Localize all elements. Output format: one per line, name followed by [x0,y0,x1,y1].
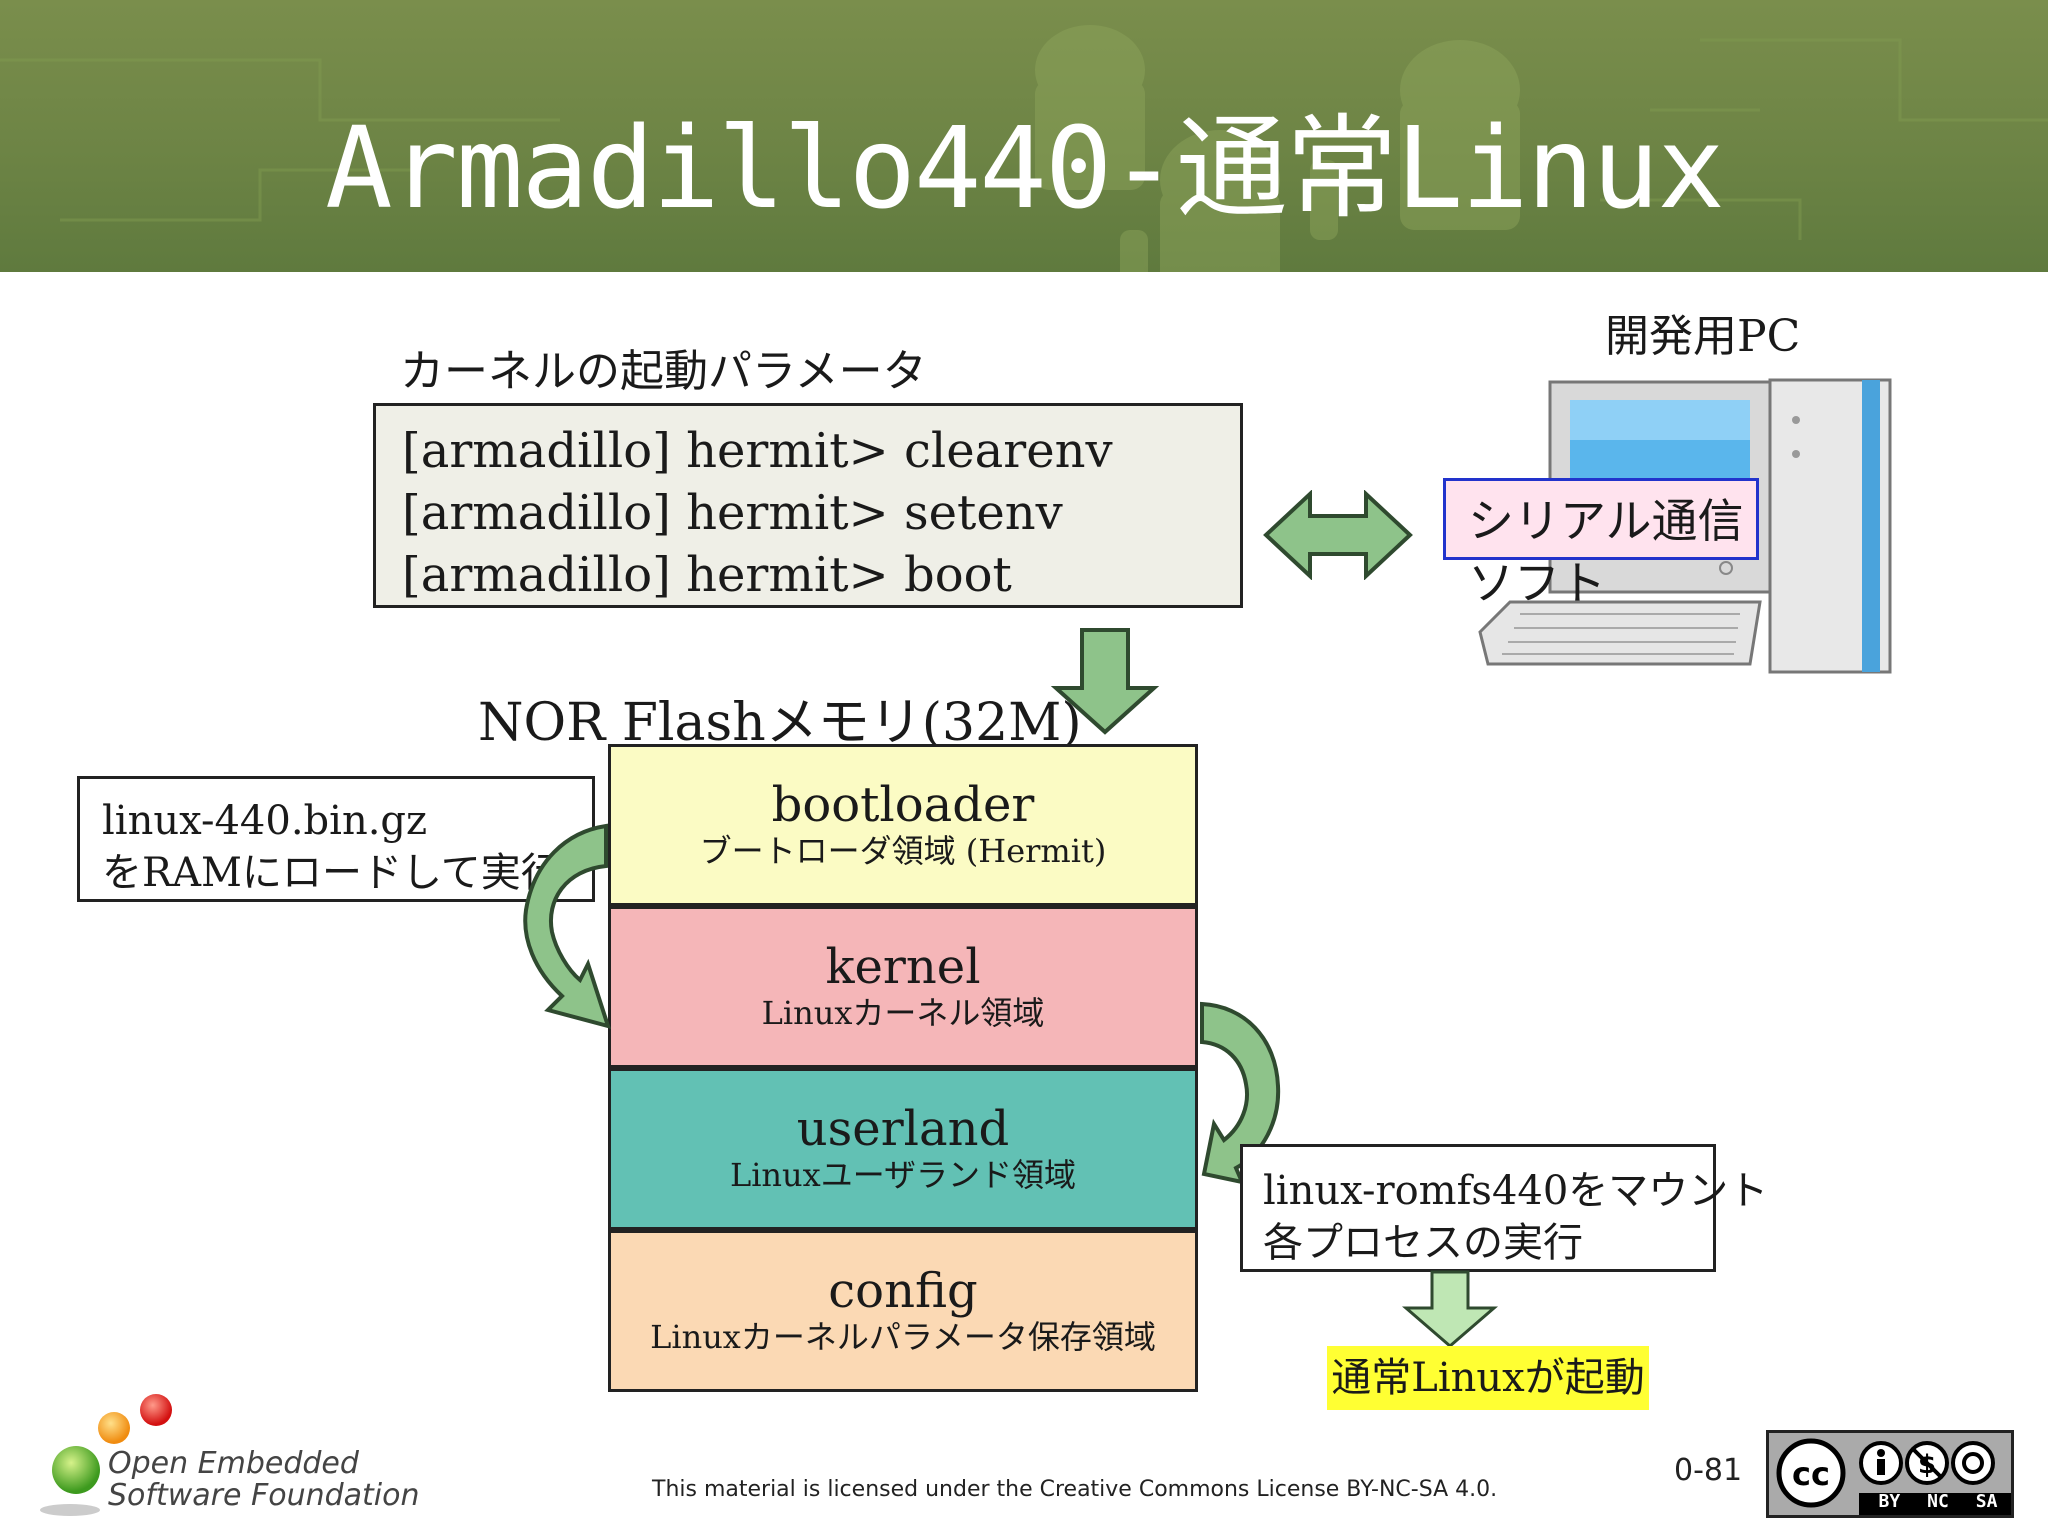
license-text: This material is licensed under the Crea… [652,1477,1498,1502]
down-arrow-icon [1050,628,1160,735]
cc-badge-labels: BY NC SA [1865,1491,2011,1512]
segment-subtitle: ブートローダ領域 (Hermit) [699,832,1107,870]
command-line: [armadillo] hermit> boot [402,547,1012,603]
mount-note-box: linux-romfs440をマウント 各プロセスの実行 [1240,1144,1769,1272]
svg-text:cc: cc [1792,1455,1830,1493]
cc-license-badge: cc $ BY NC SA [1766,1430,2014,1518]
command-line: [armadillo] hermit> clearenv [402,423,1113,479]
cc-badge-icons: cc $ [1776,1438,2011,1515]
segment-userland: userland Linuxユーザランド領域 [608,1068,1198,1230]
segment-subtitle: Linuxユーザランド領域 [729,1156,1077,1194]
load-note-box: linux-440.bin.gz をRAMにロードして実行 [77,776,595,902]
segment-subtitle: Linuxカーネル領域 [761,994,1045,1032]
segment-kernel: kernel Linuxカーネル領域 [608,906,1198,1068]
slide-number: 0-81 [1674,1453,1743,1488]
nor-flash-label: NOR Flashメモリ(32M) [478,693,1082,753]
serial-software-label: シリアル通信ソフト [1468,494,1744,610]
oesf-logo-text: Open Embedded Software Foundation [108,1448,420,1512]
cc-label: BY [1878,1491,1901,1512]
segment-title: config [828,1263,978,1319]
dev-pc-label: 開発用PC [1605,311,1801,362]
title-banner: Armadillo440-通常Linux [0,0,2048,272]
oesf-logo-icon [40,1394,172,1516]
segment-title: bootloader [771,777,1035,833]
note-line: linux-440.bin.gz [102,798,428,844]
command-line: [armadillo] hermit> setenv [402,485,1063,541]
slide-title: Armadillo440-通常Linux [325,104,1725,234]
down-arrow-icon [1401,1270,1499,1348]
logo-line: Software Foundation [108,1478,420,1513]
segment-config: config Linuxカーネルパラメータ保存領域 [608,1230,1198,1392]
android-background-pattern [0,25,2048,272]
cc-label: SA [1975,1491,1998,1512]
cc-label: NC [1927,1491,1949,1512]
segment-title: userland [796,1101,1010,1157]
curved-arrow-icon [523,823,612,1029]
result-label: 通常Linuxが起動 [1327,1346,1649,1410]
note-line: 各プロセスの実行 [1263,1220,1583,1266]
command-box: [armadillo] hermit> clearenv [armadillo]… [373,403,1243,608]
note-line: linux-romfs440をマウント [1263,1168,1769,1214]
segment-bootloader: bootloader ブートローダ領域 (Hermit) [608,744,1198,906]
logo-line: Open Embedded [108,1446,359,1481]
note-line: をRAMにロードして実行 [102,850,561,896]
segment-title: kernel [825,939,981,995]
segment-subtitle: Linuxカーネルパラメータ保存領域 [650,1318,1156,1356]
curved-arrow-icon [1200,1001,1281,1185]
serial-label-box [1443,478,1759,560]
double-arrow-icon [1263,490,1413,580]
kernel-params-label: カーネルの起動パラメータ [400,346,927,397]
